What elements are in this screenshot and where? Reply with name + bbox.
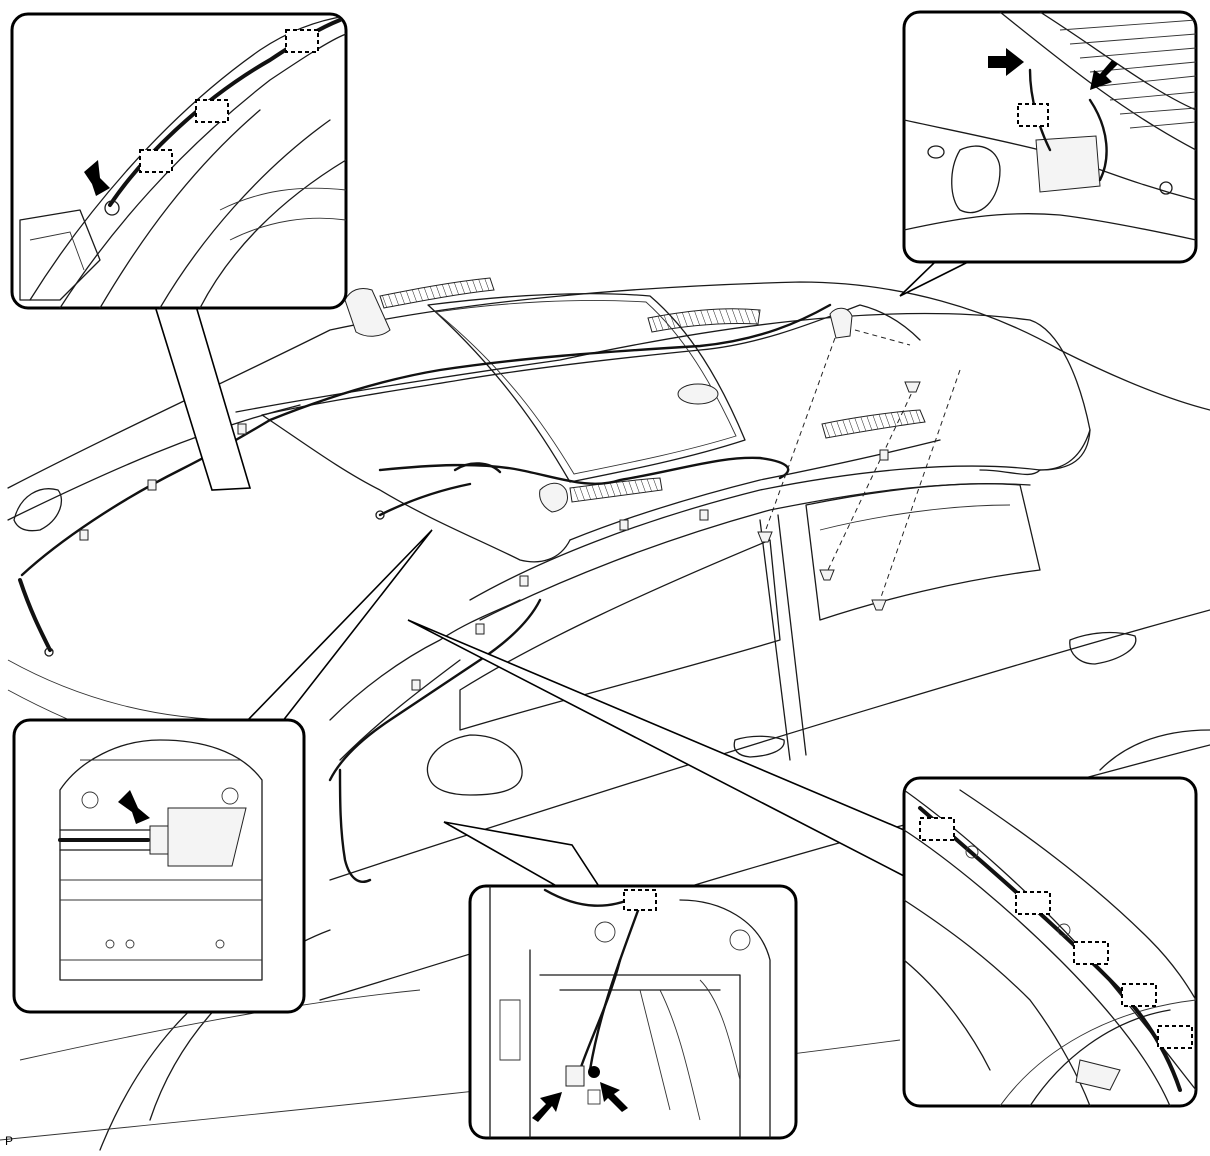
arrow-icon xyxy=(118,790,150,824)
clip-icon xyxy=(819,569,835,581)
arrow-icon xyxy=(84,160,110,196)
headliner xyxy=(261,277,941,563)
arrow-icon xyxy=(988,48,1024,76)
callout-a-pillar-clips xyxy=(902,776,1198,1108)
callout-leaders xyxy=(153,261,969,889)
arrow-icon xyxy=(1090,60,1118,90)
arrow-icon xyxy=(600,1082,628,1112)
headliner-clip-markers xyxy=(79,423,889,691)
screw-icon xyxy=(904,381,921,393)
roof-fasteners xyxy=(757,307,961,611)
roof-wire-harness xyxy=(18,303,832,883)
callout-lower-pillar-connectors xyxy=(468,884,798,1140)
rear-connector-icon xyxy=(829,307,853,339)
arrow-icon xyxy=(532,1092,562,1122)
callout-a-pillar-upper xyxy=(10,12,348,310)
callout-rear-roof xyxy=(902,10,1198,264)
clip-icon xyxy=(871,599,887,611)
clip-icon xyxy=(757,531,773,543)
callout-connector xyxy=(12,718,306,1014)
figure-code-label: P xyxy=(5,1134,14,1148)
